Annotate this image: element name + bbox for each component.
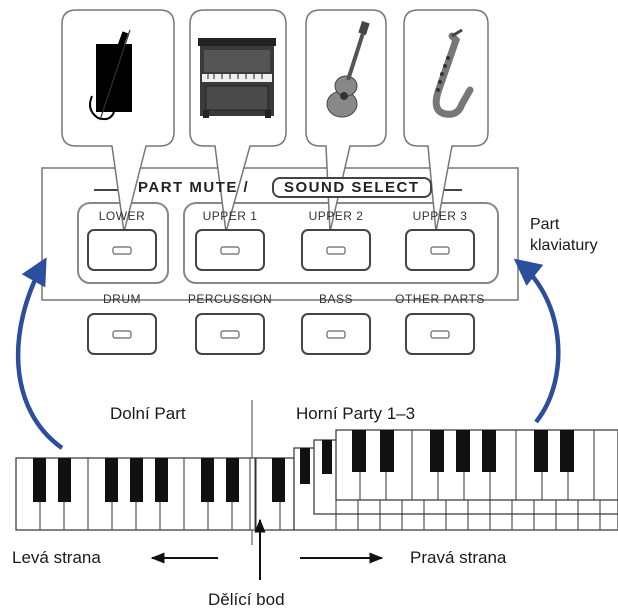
panel-title-left: PART MUTE / [138, 179, 250, 196]
strings-icon [89, 29, 132, 121]
bubble-guitar [305, 9, 387, 233]
bubble-sax [403, 9, 489, 233]
panel-title-right: SOUND SELECT [272, 177, 432, 198]
button-label-upper1: UPPER 1 [202, 209, 258, 223]
button-label-lower: LOWER [98, 209, 146, 223]
saxophone-icon [432, 28, 474, 118]
button-label-bass: BASS [318, 292, 353, 306]
button-leds [112, 246, 450, 339]
upper-parts-label: Horní Party 1–3 [296, 404, 416, 423]
button-label-upper2: UPPER 2 [308, 209, 364, 223]
button-label-other-parts: OTHER PARTS [395, 292, 485, 306]
split-point-label: Dělící bod [208, 590, 285, 609]
button-label-upper3: UPPER 3 [412, 209, 468, 223]
guitar-icon [326, 21, 370, 118]
right-side-label: Pravá strana [410, 548, 507, 567]
left-side-label: Levá strana [12, 548, 101, 567]
left-arrow [15, 257, 64, 450]
button-label-percussion: PERCUSSION [187, 292, 273, 306]
piano-icon [198, 38, 276, 118]
part-keyboard-label: Part klaviatury [530, 216, 598, 254]
upper-group-outline [183, 202, 499, 284]
button-label-drum: DRUM [103, 292, 141, 306]
bubble-strings [61, 9, 175, 233]
right-arrow [513, 258, 561, 424]
keyboard [15, 429, 618, 531]
lower-part-label: Dolní Part [110, 404, 186, 423]
